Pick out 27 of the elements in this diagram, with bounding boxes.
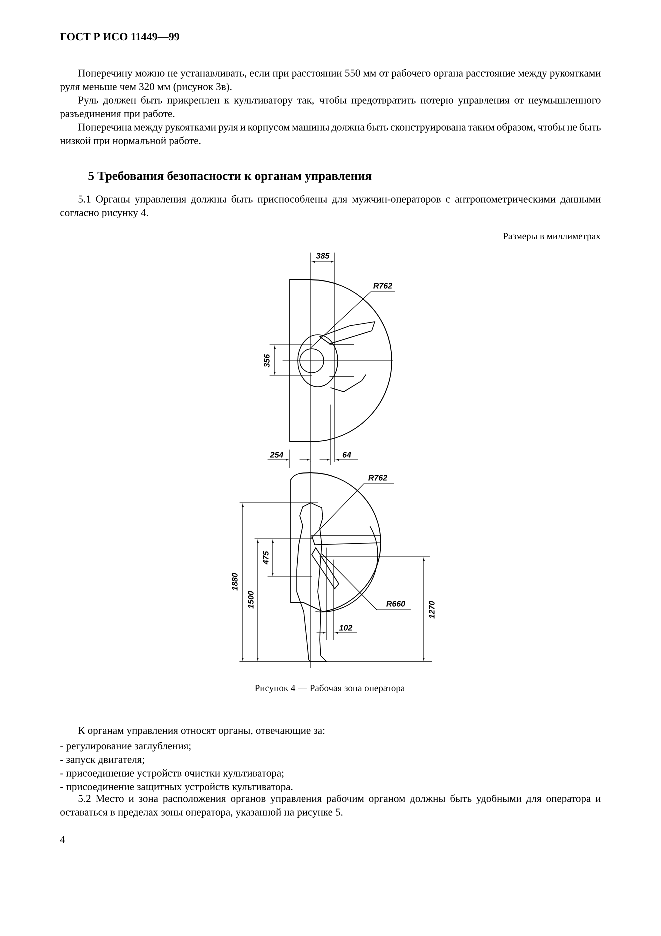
dimension-label: 254: [270, 452, 284, 458]
dimension-label: 1500: [248, 591, 254, 609]
dimension-label: 1880: [232, 573, 238, 591]
paragraph: 5.2 Место и зона расположения органов управления рабочим органом должны быть удобными для оператора и оставаться в пределах зоны оператора, указанной на рисунке 5.: [60, 794, 601, 818]
dimension-label: 356: [264, 354, 270, 368]
dimension-label: 1270: [429, 601, 435, 619]
list-item: - запуск двигателя;: [60, 758, 144, 766]
section-heading: 5 Требования безопасности к органам управления: [88, 171, 372, 183]
paragraph: Руль должен быть прикреплен к культиватору так, чтобы предотвратить потерю управления от неумышленного разъединения при работе.: [60, 96, 601, 120]
list-item: - присоединение устройств очистки культиватора;: [60, 770, 284, 779]
paragraph: Поперечину можно не устанавливать, если при расстоянии 550 мм от рабочего органа расстояние между рукоятками руля меньше чем 320 мм (рисунок 3в).: [60, 69, 601, 93]
running-header: ГОСТ Р ИСО 11449—99: [60, 33, 180, 41]
list-item: - присоединение защитных устройств культиватора.: [60, 783, 293, 793]
paragraph: 5.1 Органы управления должны быть приспособлены для мужчин-операторов с антропометрическими данными согласно рисунку 4.: [60, 195, 601, 219]
paragraph: К органам управления относят органы, отвечающие за:: [78, 727, 325, 736]
dimension-label: R660: [386, 601, 406, 607]
page-number: 4: [60, 836, 66, 844]
dimension-label: R762: [368, 475, 388, 481]
dimension-label: 385: [316, 253, 330, 259]
figure-caption: Рисунок 4 — Рабочая зона оператора: [255, 684, 406, 694]
dimension-label: 102: [339, 625, 353, 631]
units-note: Размеры в миллиметрах: [503, 233, 601, 242]
dimension-label: 64: [342, 452, 352, 458]
dimension-label: 475: [263, 551, 269, 565]
list-item: - регулирование заглубления;: [60, 742, 191, 752]
paragraph: Поперечина между рукоятками руля и корпусом машины должна быть сконструирована таким образом, чтобы не быть низкой при нормальной работе.: [60, 123, 601, 147]
dimension-label: R762: [374, 283, 392, 289]
